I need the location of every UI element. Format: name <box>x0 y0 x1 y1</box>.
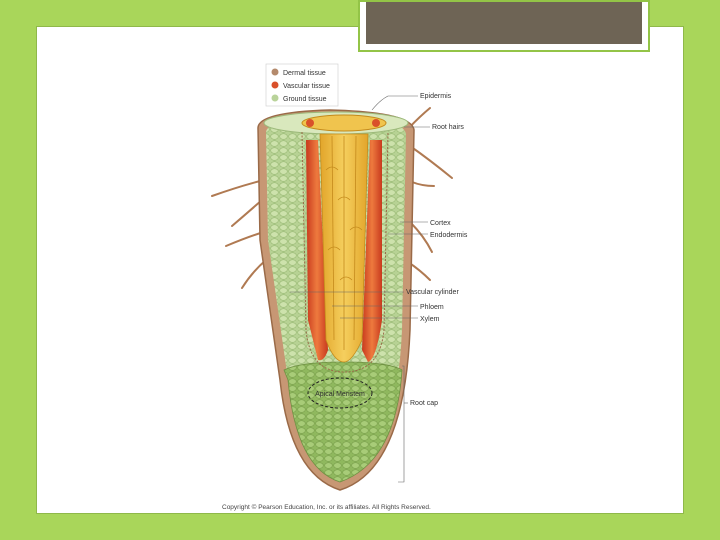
legend-swatch-ground <box>271 94 279 102</box>
legend-swatch-vascular <box>271 81 279 89</box>
legend-label-vascular: Vascular tissue <box>283 83 330 90</box>
leader-lines <box>290 95 430 483</box>
cut-phloem-right <box>372 119 380 127</box>
phloem-label: Phloem <box>420 304 444 311</box>
root-body: Apical Meristem <box>257 109 415 491</box>
apical-meristem-outline <box>307 377 373 409</box>
phloem-right <box>362 140 382 362</box>
legend-swatch-dermal <box>271 68 279 76</box>
root-hair <box>241 259 267 289</box>
copyright-notice: Copyright © Pearson Education, Inc. or i… <box>222 503 431 511</box>
root-cap-label: Root cap <box>410 400 438 407</box>
root-cap-region <box>283 361 403 483</box>
epidermis-label: Epidermis <box>420 93 452 100</box>
root-hair <box>231 199 263 227</box>
cut-vascular-ring <box>301 114 387 132</box>
root-hair <box>409 145 453 179</box>
title-box <box>358 0 650 52</box>
labels: Epidermis Root hairs Cortex Endodermis V… <box>406 93 468 407</box>
apical-meristem-label: Apical Meristem <box>315 391 365 398</box>
title-box-fill <box>366 2 642 44</box>
root-hair <box>225 231 265 247</box>
vascular-cylinder-label: Vascular cylinder <box>406 289 459 296</box>
root-hair <box>211 179 265 197</box>
legend-label-ground: Ground tissue <box>283 96 327 103</box>
root-hair <box>409 221 433 253</box>
root-hair <box>411 181 435 187</box>
endodermis-line <box>301 131 389 373</box>
phloem-left <box>306 140 328 361</box>
root-hairs-label: Root hairs <box>432 124 464 131</box>
legend: Dermal tissue Vascular tissue Ground tis… <box>265 63 339 107</box>
endodermis-label: Endodermis <box>430 232 468 239</box>
legend-label-dermal: Dermal tissue <box>283 70 326 77</box>
xylem-label: Xylem <box>420 316 440 323</box>
cortex-label: Cortex <box>430 220 451 227</box>
cut-phloem-left <box>306 119 314 127</box>
